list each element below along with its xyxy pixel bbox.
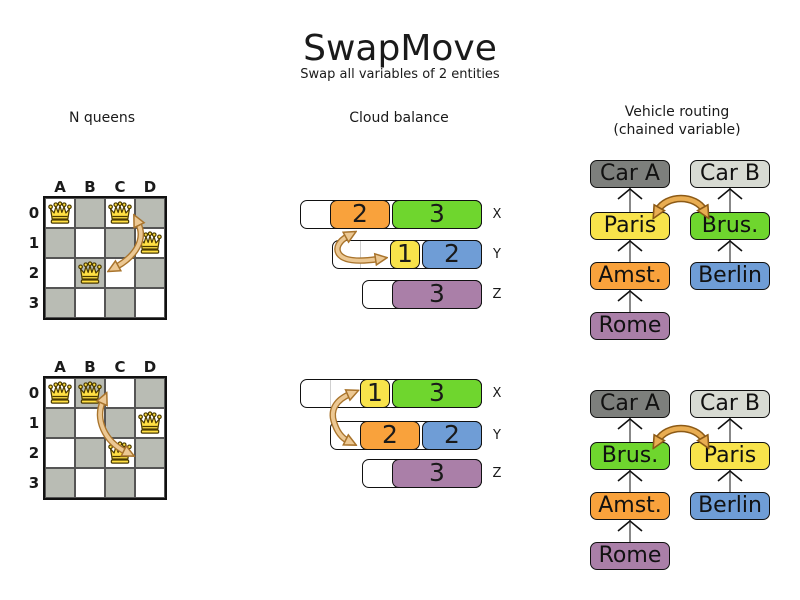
board-row-label: 2 [28, 444, 40, 462]
vehicle-box-brus: Brus. [590, 442, 670, 470]
vehicle-box-amst: Amst. [590, 492, 670, 520]
process-block-yellow: 1 [390, 240, 420, 269]
vehicle-box-paris: Paris [690, 442, 770, 470]
computer-label: Y [493, 247, 501, 262]
process-block-green: 3 [392, 379, 482, 408]
vehicle-box-paris: Paris [590, 212, 670, 240]
board-row-label: 1 [28, 234, 40, 252]
process-block-yellow: 1 [360, 379, 390, 408]
board-column-label: C [114, 358, 126, 376]
board-column-label: C [114, 178, 126, 196]
board-cell [75, 468, 105, 498]
board-cell [135, 378, 165, 408]
page-title: SwapMove [303, 28, 497, 69]
board-cell [45, 258, 75, 288]
board-cell [75, 198, 105, 228]
vehicle-box-cara: Car A [590, 390, 670, 418]
vehicle-box-rome: Rome [590, 542, 670, 570]
board-column-label: B [84, 178, 96, 196]
board-cell [45, 468, 75, 498]
process-block-purple: 3 [392, 459, 482, 488]
vehicle-box-cara: Car A [590, 160, 670, 188]
board-cell [75, 228, 105, 258]
board-cell [135, 258, 165, 288]
page-subtitle: Swap all variables of 2 entities [300, 67, 500, 82]
vehicle-box-berlin: Berlin [690, 262, 770, 290]
board-row-label: 0 [28, 204, 40, 222]
board-cell [105, 468, 135, 498]
vehicle-box-carb: Car B [690, 390, 770, 418]
board-row-label: 1 [28, 414, 40, 432]
process-block-orange: 2 [330, 200, 390, 229]
board-cell [135, 288, 165, 318]
section-title-cloud-balance: Cloud balance [349, 110, 449, 126]
board-column-label: A [54, 178, 66, 196]
board-cell [45, 288, 75, 318]
board-column-label: B [84, 358, 96, 376]
board-cell [45, 438, 75, 468]
board-cell [135, 468, 165, 498]
board-row-label: 0 [28, 384, 40, 402]
vehicle-box-amst: Amst. [590, 262, 670, 290]
board-column-label: A [54, 358, 66, 376]
board-cell [45, 228, 75, 258]
vehicle-box-brus: Brus. [690, 212, 770, 240]
board-row-label: 3 [28, 474, 40, 492]
computer-label: Y [493, 428, 501, 443]
board-cell [105, 288, 135, 318]
board-cell [75, 288, 105, 318]
vehicle-box-berlin: Berlin [690, 492, 770, 520]
process-block-blue: 2 [422, 421, 482, 450]
section-subtitle-chained-variable: (chained variable) [613, 122, 741, 138]
board-cell [45, 408, 75, 438]
process-block-green: 3 [392, 200, 482, 229]
process-block-purple: 3 [392, 280, 482, 309]
process-block-blue: 2 [422, 240, 482, 269]
board-cell [135, 438, 165, 468]
board-column-label: D [143, 178, 157, 196]
computer-label: Z [492, 466, 502, 481]
section-title-nqueens: N queens [68, 110, 136, 126]
computer-label: Z [492, 287, 502, 302]
board-row-label: 3 [28, 294, 40, 312]
process-block-orange: 2 [360, 421, 420, 450]
board-column-label: D [143, 358, 157, 376]
vehicle-box-rome: Rome [590, 312, 670, 340]
computer-label: X [492, 386, 502, 401]
computer-label: X [492, 207, 502, 222]
vehicle-box-carb: Car B [690, 160, 770, 188]
section-title-vehicle-routing: Vehicle routing [624, 104, 730, 120]
board-row-label: 2 [28, 264, 40, 282]
